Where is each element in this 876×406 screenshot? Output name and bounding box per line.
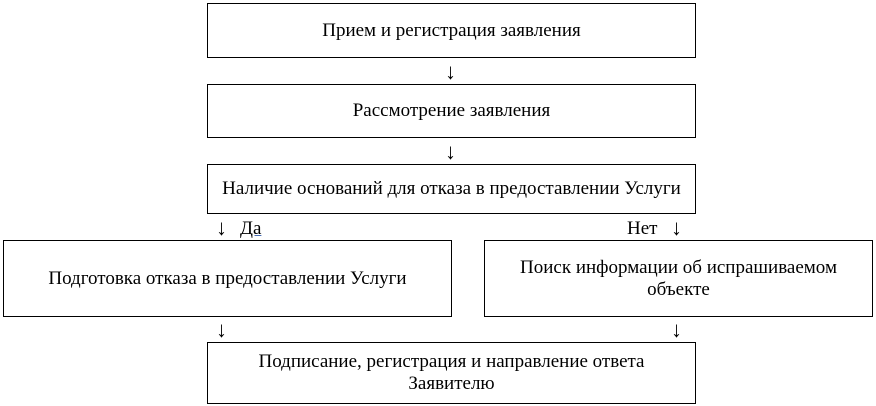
box-decision-text: Наличие оснований для отказа в предостав… bbox=[222, 178, 681, 199]
box-object-search: Поиск информации об испрашиваемом объект… bbox=[484, 240, 873, 317]
box-review: Рассмотрение заявления bbox=[207, 84, 696, 138]
box-decision: Наличие оснований для отказа в предостав… bbox=[207, 164, 696, 214]
box-receipt-registration-text: Прием и регистрация заявления bbox=[322, 19, 581, 41]
branch-yes-label: Да bbox=[240, 218, 262, 239]
branch-no-label: Нет bbox=[627, 218, 658, 239]
box-signing-response: Подписание, регистрация и направление от… bbox=[207, 342, 696, 404]
arrow-down-icon: ↓ bbox=[671, 215, 682, 240]
box-object-search-text: Поиск информации об испрашиваемом объект… bbox=[520, 256, 837, 300]
arrow-down-icon: ↓ bbox=[445, 59, 456, 84]
box-refusal-preparation: Подготовка отказа в предоставлении Услуг… bbox=[3, 240, 452, 317]
arrow-down-icon: ↓ bbox=[445, 139, 456, 164]
arrow-down-icon: ↓ bbox=[216, 215, 227, 240]
box-receipt-registration: Прием и регистрация заявления bbox=[207, 3, 696, 58]
box-refusal-preparation-text: Подготовка отказа в предоставлении Услуг… bbox=[48, 267, 407, 289]
box-signing-response-text: Подписание, регистрация и направление от… bbox=[258, 351, 645, 394]
arrow-down-icon: ↓ bbox=[216, 317, 227, 342]
box-review-text: Рассмотрение заявления bbox=[352, 100, 551, 121]
arrow-down-icon: ↓ bbox=[671, 317, 682, 342]
